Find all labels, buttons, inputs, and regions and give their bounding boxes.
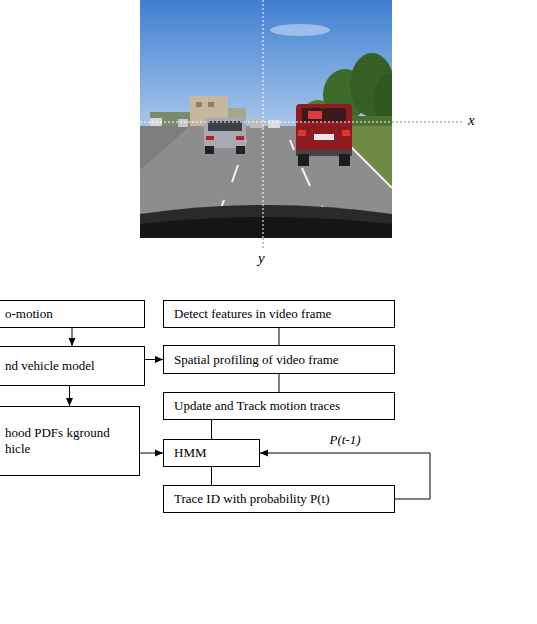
connector bbox=[211, 467, 212, 485]
connector bbox=[145, 356, 163, 363]
process-box: Trace ID with probability P(t) bbox=[163, 485, 395, 513]
box-text: nd vehicle model bbox=[5, 358, 138, 374]
axis-label: x bbox=[468, 112, 475, 129]
process-box: Detect features in video frame bbox=[163, 300, 395, 328]
process-box: Spatial profiling of video frame bbox=[163, 345, 395, 374]
process-box: HMM bbox=[163, 439, 260, 467]
process-box: nd vehicle model bbox=[0, 346, 145, 386]
connector bbox=[279, 328, 280, 345]
box-text: HMM bbox=[174, 445, 253, 461]
box-text: o-motion bbox=[5, 306, 138, 322]
process-box: o-motion bbox=[0, 300, 145, 328]
connector bbox=[66, 386, 73, 406]
connector bbox=[69, 328, 76, 346]
connector bbox=[140, 450, 163, 457]
connector bbox=[211, 420, 212, 439]
box-text: Detect features in video frame bbox=[174, 306, 388, 322]
box-text: Trace ID with probability P(t) bbox=[174, 491, 388, 507]
box-text: Spatial profiling of video frame bbox=[174, 352, 388, 368]
process-box: Update and Track motion traces bbox=[163, 392, 395, 420]
edge-label: P(t-1) bbox=[327, 432, 362, 447]
box-text: Update and Track motion traces bbox=[174, 398, 388, 414]
connector bbox=[279, 374, 280, 392]
axis-label: y bbox=[258, 250, 265, 267]
process-box: hood PDFs kground hicle bbox=[0, 406, 140, 476]
box-text: hood PDFs kground hicle bbox=[5, 425, 133, 457]
